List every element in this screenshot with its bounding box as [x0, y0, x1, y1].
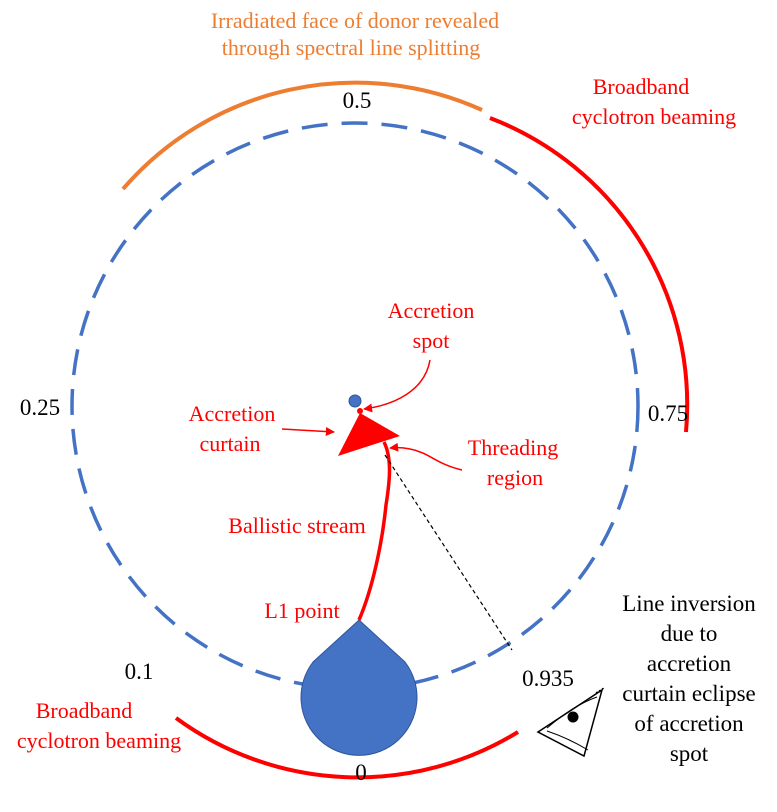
- phase-label-0-25: 0.25: [20, 395, 60, 420]
- irradiated-face-arc: [121, 80, 483, 191]
- phase-label-0-935: 0.935: [522, 666, 574, 691]
- cyclotron-top-label-line1: Broadband: [593, 74, 690, 99]
- threading-region-label-line1: Threading: [468, 435, 558, 460]
- threading-region-label-line2: region: [487, 465, 543, 490]
- accretion-curtain-label-line2: curtain: [199, 431, 260, 456]
- accretion-spot-dot: [348, 394, 362, 408]
- irradiated-label-line2: through spectral line splitting: [222, 35, 480, 60]
- accretion-spot-label-line2: spot: [413, 328, 450, 353]
- observer-note-line1: Line inversion: [622, 591, 756, 616]
- accretion-spot-marker: [357, 408, 363, 414]
- arrow-threading-region: [389, 442, 463, 471]
- observer-note-line2: due to: [661, 621, 718, 646]
- l1-point-label: L1 point: [264, 598, 339, 623]
- accretion-spot-label-line1: Accretion: [388, 298, 475, 323]
- observer-note-line5: of accretion: [634, 711, 744, 736]
- observer-note-line4: curtain eclipse: [622, 681, 755, 706]
- arrow-accretion-curtain: [281, 427, 335, 437]
- accretion-curtain-label-line1: Accretion: [189, 401, 276, 426]
- arrow-accretion-spot: [363, 359, 431, 413]
- cyclotron-bottom-label-line2: cyclotron beaming: [17, 728, 181, 753]
- irradiated-label-line1: Irradiated face of donor revealed: [211, 8, 499, 33]
- phase-label-0-5: 0.5: [343, 88, 372, 113]
- accretion-curtain-shape: [338, 413, 400, 456]
- phase-label-0-75: 0.75: [648, 401, 688, 426]
- ballistic-stream-label: Ballistic stream: [228, 513, 365, 538]
- cyclotron-bottom-label-line1: Broadband: [36, 698, 133, 723]
- cyclotron-top-label-line2: cyclotron beaming: [572, 104, 736, 129]
- cyclotron-arc-top: [489, 116, 690, 433]
- phase-label-0-1: 0.1: [125, 659, 154, 684]
- ballistic-stream: [357, 441, 392, 621]
- donor-star: [300, 619, 418, 756]
- cyclotron-arc-bottom: [174, 716, 520, 780]
- eye-icon: [536, 687, 605, 758]
- line-of-sight: [384, 454, 513, 651]
- observer-note-line3: accretion: [647, 651, 732, 676]
- observer-note-line6: spot: [670, 741, 709, 766]
- phase-label-0: 0: [355, 760, 367, 785]
